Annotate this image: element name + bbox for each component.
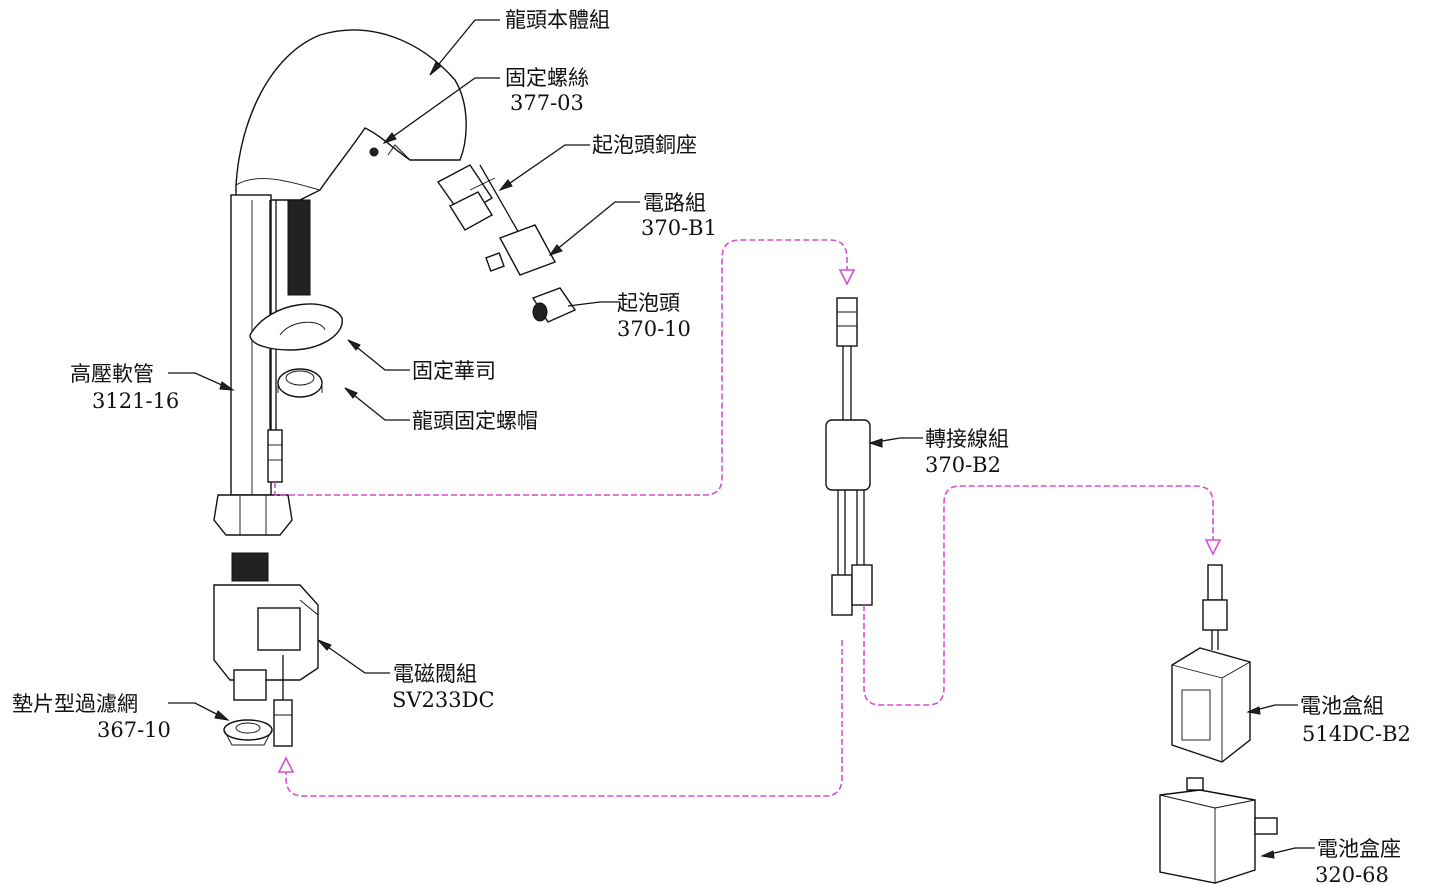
route-adapter-to-valve xyxy=(285,640,843,797)
route-spout-to-adapter xyxy=(274,239,848,496)
battery-box-part xyxy=(1171,564,1251,763)
label-aerator: 起泡頭 xyxy=(617,291,680,315)
aerator-part xyxy=(531,287,577,323)
label-filter: 墊片型過濾網 xyxy=(12,692,138,716)
valve-thread xyxy=(231,552,269,582)
code-fixing-screw: 377-03 xyxy=(510,91,584,115)
fixing-washer-part xyxy=(249,303,343,351)
faucet-body-part xyxy=(213,29,467,536)
adapter-cable-part xyxy=(825,297,873,616)
code-valve: SV233DC xyxy=(392,688,495,712)
code-circuit: 370-B1 xyxy=(641,216,717,240)
arrow-adapter-top xyxy=(838,269,856,286)
threaded-rod xyxy=(287,199,311,296)
label-battery-seat: 電池盒座 xyxy=(1317,837,1401,861)
label-washer: 固定華司 xyxy=(412,359,496,383)
faucet-nut-part xyxy=(277,368,323,398)
arrow-battery-top xyxy=(1204,539,1222,556)
label-aerator-seat: 起泡頭銅座 xyxy=(592,133,697,157)
part-labels: 龍頭本體組 固定螺絲 377-03 起泡頭銅座 電路組 370-B1 起泡頭 3… xyxy=(12,8,1411,885)
code-filter: 367-10 xyxy=(97,718,171,742)
route-adapter-to-battery xyxy=(863,485,1214,706)
label-fixing-screw: 固定螺絲 xyxy=(505,66,589,90)
aerator-seat-part xyxy=(436,164,521,236)
label-battery-box: 電池盒組 xyxy=(1300,694,1384,718)
cable-routes xyxy=(274,239,1222,797)
filter-gasket-part xyxy=(223,719,273,746)
code-battery-seat: 320-68 xyxy=(1315,863,1389,885)
solenoid-valve-part xyxy=(213,552,319,747)
label-nut: 龍頭固定螺帽 xyxy=(412,409,538,433)
code-aerator: 370-10 xyxy=(617,317,691,341)
label-hose: 高壓軟管 xyxy=(70,362,154,386)
code-hose: 3121-16 xyxy=(92,389,179,413)
screw-dot xyxy=(369,147,379,157)
leader-lines xyxy=(168,19,1315,859)
label-circuit: 電路組 xyxy=(643,191,706,215)
label-valve: 電磁閥組 xyxy=(393,662,477,686)
code-battery-box: 514DC-B2 xyxy=(1302,722,1411,746)
label-adapter: 轉接線組 xyxy=(925,427,1009,451)
arrow-valve-bottom xyxy=(277,756,295,773)
circuit-part xyxy=(485,224,556,276)
battery-seat-part xyxy=(1159,777,1278,884)
code-adapter: 370-B2 xyxy=(925,453,1001,477)
label-faucet-body: 龍頭本體組 xyxy=(505,8,610,32)
